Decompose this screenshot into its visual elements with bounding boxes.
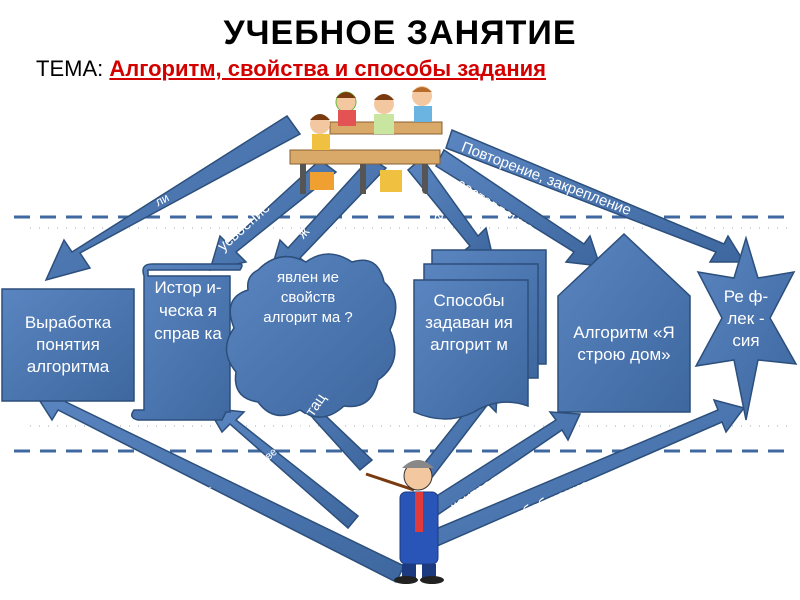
node-house	[557, 232, 691, 413]
node-concept-label: Выработка понятия алгоритма	[24, 313, 112, 376]
arrow-sostavlenie	[435, 148, 602, 267]
node-concept-box	[1, 288, 135, 402]
node-properties-label: явлен ие свойств алгорит ма ?	[263, 269, 353, 326]
students-at-desks-icon	[289, 86, 443, 194]
node-history-scroll	[131, 263, 243, 421]
arrow-kontrol	[423, 411, 582, 522]
page-title: УЧЕБНОЕ ЗАНЯТИЕ	[223, 14, 577, 52]
topic-name: Алгоритм, свойства и способы задания	[109, 56, 546, 81]
node-house-label: Алгоритм «Я строю дом»	[573, 323, 675, 364]
teacher-pointing-icon	[365, 460, 444, 584]
arrow-to-concept	[44, 114, 302, 282]
arrow-obobshchenie	[423, 398, 746, 552]
node-history-label: Истор и- ческа я справ ка	[154, 278, 222, 343]
node-methods-docs	[413, 249, 547, 420]
topic-label: ТЕМА:	[36, 56, 104, 81]
node-reflection-star	[694, 235, 798, 421]
node-reflection-label: Ре ф- лек - сия	[723, 287, 769, 350]
arrow-povtorenie	[445, 128, 746, 263]
topic-line: ТЕМА: Алгоритм, свойства и способы задан…	[36, 56, 546, 82]
node-methods-label: Способы задаван ия алгорит м	[425, 291, 513, 354]
node-properties-cloud	[225, 253, 397, 418]
